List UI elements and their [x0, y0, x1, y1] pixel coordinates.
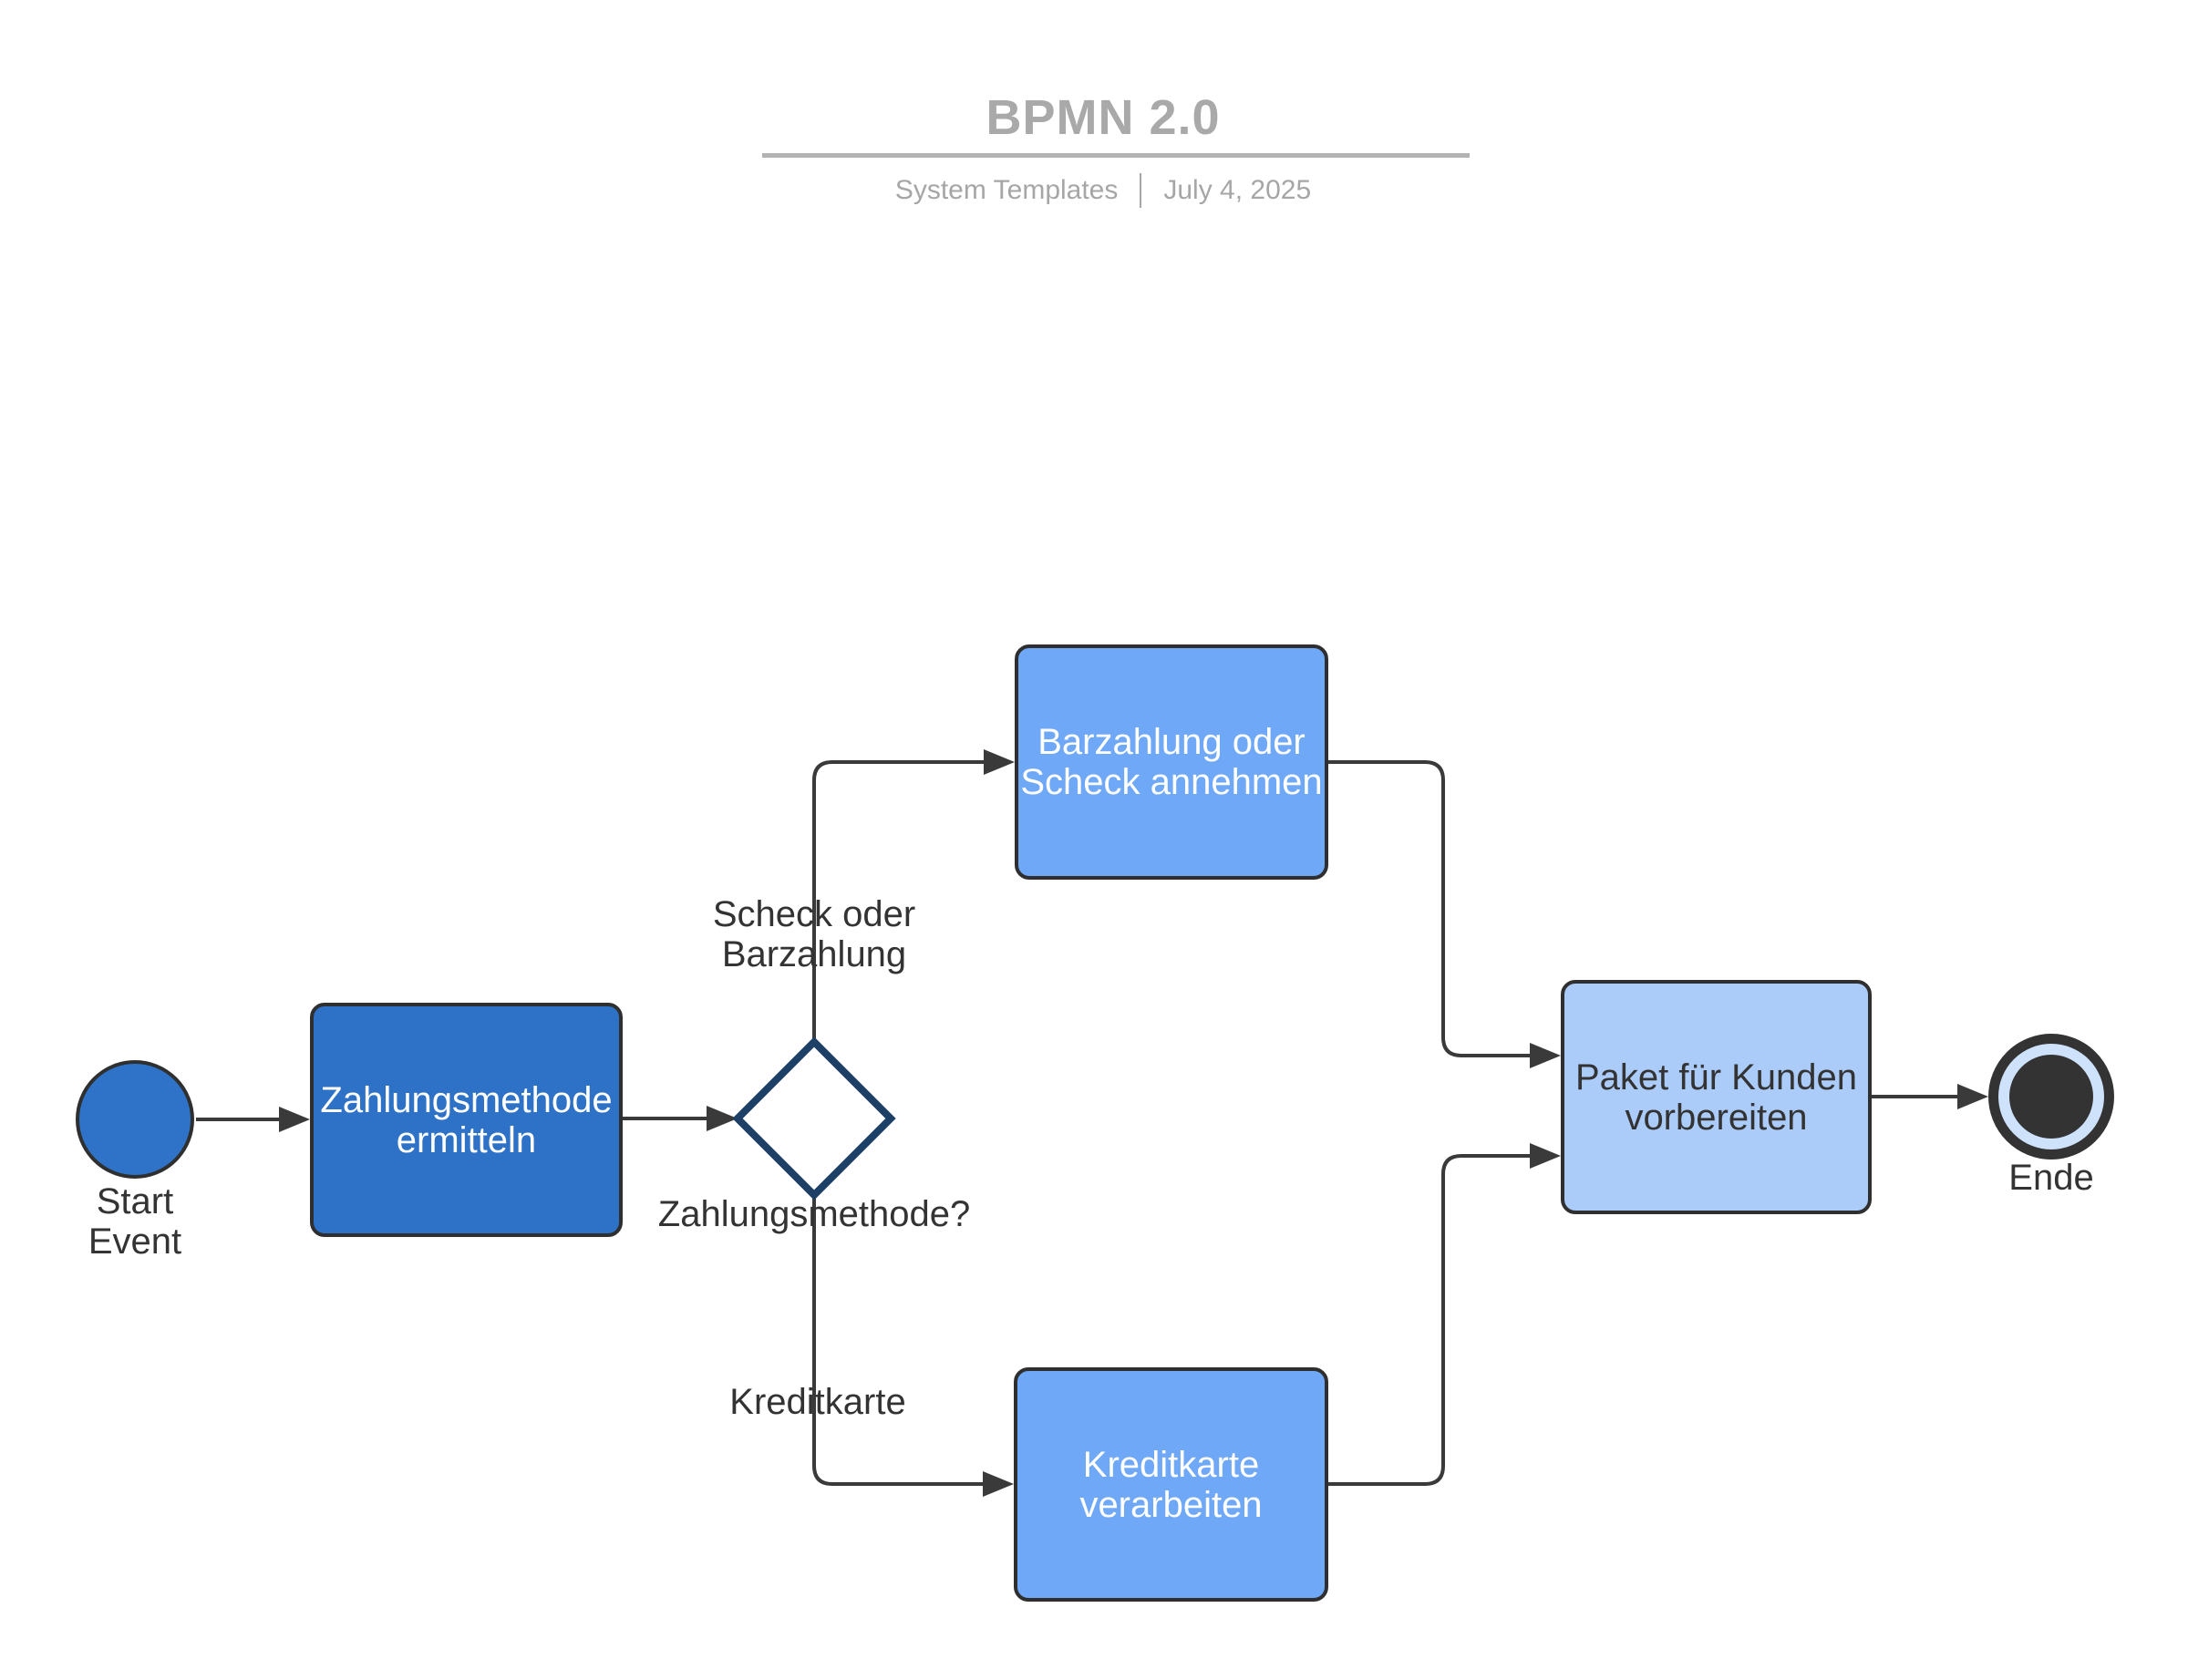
- subtitle-divider: [1140, 173, 1142, 208]
- flow-determine-to-gateway: [623, 1106, 738, 1131]
- flow-cashcheck-to-package: [1328, 760, 1561, 1068]
- task-prepare-package[interactable]: Paket für Kunden vorbereiten: [1561, 980, 1872, 1214]
- flow-start-to-determine: [196, 1107, 310, 1132]
- end-event-core: [2009, 1055, 2093, 1139]
- task-accept-cash-check[interactable]: Barzahlung oder Scheck annehmen: [1015, 644, 1328, 880]
- end-event-circle[interactable]: [1988, 1034, 2114, 1160]
- start-event-label: Start Event: [88, 1181, 182, 1262]
- task-determine-payment[interactable]: Zahlungsmethode ermitteln: [310, 1003, 623, 1237]
- flow-label-kreditkarte: Kreditkarte: [729, 1382, 906, 1422]
- page-title: BPMN 2.0: [986, 90, 1221, 145]
- task-process-credit-card[interactable]: Kreditkarte verarbeiten: [1014, 1367, 1328, 1602]
- title-underline: [762, 153, 1470, 158]
- end-event-label: Ende: [2008, 1158, 2094, 1198]
- template-source-label: System Templates: [894, 175, 1119, 205]
- flow-package-to-end: [1872, 1084, 1988, 1109]
- flow-creditcard-to-package: [1328, 1143, 1561, 1486]
- task-accept-cash-check-label: Barzahlung oder Scheck annehmen: [1020, 722, 1323, 802]
- flow-label-scheck-oder-barzahlung: Scheck oder Barzahlung: [712, 894, 916, 974]
- task-prepare-package-label: Paket für Kunden vorbereiten: [1574, 1056, 1858, 1138]
- gateway-payment-method[interactable]: [732, 1036, 896, 1201]
- flow-gateway-to-cashcheck: [812, 749, 1015, 1042]
- gateway-question-label: Zahlungsmethode?: [657, 1194, 971, 1234]
- task-process-credit-card-label: Kreditkarte verarbeiten: [1079, 1444, 1263, 1525]
- start-event-circle[interactable]: [76, 1060, 194, 1179]
- date-label: July 4, 2025: [1163, 175, 1312, 205]
- flow-gateway-to-creditcard: [812, 1195, 1014, 1497]
- subtitle: System Templates July 4, 2025: [738, 173, 1468, 208]
- task-determine-payment-label: Zahlungsmethode ermitteln: [320, 1079, 613, 1160]
